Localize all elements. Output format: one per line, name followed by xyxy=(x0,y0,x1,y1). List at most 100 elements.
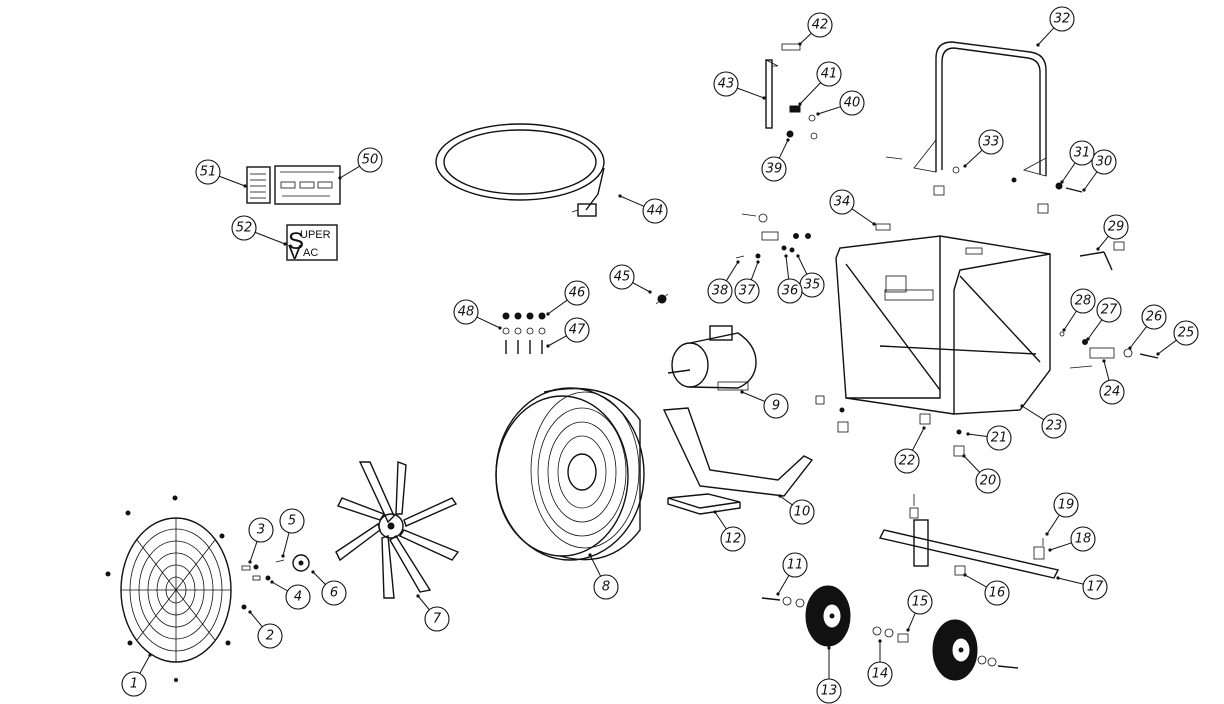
callout-44-leader-tip xyxy=(618,194,622,198)
callout-24: 24 xyxy=(1099,359,1125,405)
callout-26: 26 xyxy=(1128,304,1167,350)
callout-46-leader-line xyxy=(547,299,568,315)
callout-17-leader-tip xyxy=(1056,576,1060,580)
callout-8-leader-line xyxy=(589,554,602,577)
callout-8-leader-tip xyxy=(588,553,592,557)
callout-32-bubble xyxy=(1049,6,1075,32)
callout-42-leader-tip xyxy=(798,42,802,46)
axle-bar xyxy=(878,494,1060,579)
callout-1-number: 1 xyxy=(130,677,138,692)
callout-33-leader-line xyxy=(964,149,983,167)
callout-7: 7 xyxy=(416,594,450,632)
callout-17-leader-line xyxy=(1057,577,1084,585)
callout-38: 38 xyxy=(707,260,740,304)
callout-36-number: 36 xyxy=(782,284,799,299)
callout-18-number: 18 xyxy=(1075,532,1092,547)
callout-45-leader-line xyxy=(632,282,651,293)
callout-1-leader-tip xyxy=(148,653,152,657)
callout-7-bubble xyxy=(424,606,450,632)
callout-5: 5 xyxy=(279,508,305,558)
callout-47-number: 47 xyxy=(569,323,586,338)
callout-21-bubble xyxy=(986,425,1012,451)
callout-48-leader-line xyxy=(476,316,501,329)
callout-20: 20 xyxy=(962,454,1001,494)
callout-47: 47 xyxy=(546,317,590,348)
right-wheel xyxy=(932,619,978,681)
callout-27-bubble xyxy=(1096,297,1122,323)
callout-15-bubble xyxy=(907,589,933,615)
callout-44-leader-line xyxy=(619,195,645,207)
callout-29-leader-tip xyxy=(1096,247,1100,251)
callout-33-bubble xyxy=(978,129,1004,155)
callout-28: 28 xyxy=(1062,288,1096,332)
callout-25-number: 25 xyxy=(1178,326,1195,341)
callout-48-bubble xyxy=(453,299,479,325)
callout-7-number: 7 xyxy=(433,612,442,627)
callout-36-leader-line xyxy=(785,255,790,280)
callout-50-leader-tip xyxy=(338,176,342,180)
front-guard xyxy=(105,495,232,682)
callout-41-leader-tip xyxy=(798,102,802,106)
callout-39-leader-tip xyxy=(786,138,790,142)
callout-24-bubble xyxy=(1099,379,1125,405)
callout-30-leader-line xyxy=(1083,171,1098,191)
callout-52-number: 52 xyxy=(236,221,253,236)
callout-44: 44 xyxy=(618,194,668,224)
callout-48: 48 xyxy=(453,299,502,330)
callout-14: 14 xyxy=(867,639,893,687)
callout-37: 37 xyxy=(734,260,760,304)
callout-23-leader-tip xyxy=(1020,404,1024,408)
callout-18: 18 xyxy=(1048,526,1096,552)
callout-24-leader-line xyxy=(1103,360,1110,381)
callout-10-leader-tip xyxy=(778,494,782,498)
callout-34: 34 xyxy=(829,189,876,226)
callout-12-bubble xyxy=(720,526,746,552)
callout-40: 40 xyxy=(816,90,865,116)
callout-29: 29 xyxy=(1096,214,1129,251)
callout-6-leader-line xyxy=(312,571,326,585)
callout-44-bubble xyxy=(642,198,668,224)
switch xyxy=(655,293,669,305)
callout-38-leader-line xyxy=(725,261,739,282)
callout-20-number: 20 xyxy=(980,474,997,489)
callout-39-number: 39 xyxy=(766,162,783,177)
callout-50-bubble xyxy=(357,147,383,173)
callout-33-leader-tip xyxy=(963,164,967,168)
callout-41-leader-line xyxy=(799,82,822,105)
callout-10: 10 xyxy=(778,494,815,525)
callout-39: 39 xyxy=(761,138,790,182)
callout-1: 1 xyxy=(121,653,152,697)
callout-5-leader-tip xyxy=(281,554,285,558)
callout-34-leader-line xyxy=(851,208,875,225)
callout-51-leader-line xyxy=(219,175,246,187)
callout-30-leader-tip xyxy=(1082,188,1086,192)
callout-32-leader-line xyxy=(1037,27,1055,46)
callout-38-leader-tip xyxy=(736,260,740,264)
callout-12: 12 xyxy=(713,510,746,552)
callout-16-leader-tip xyxy=(963,573,967,577)
callout-33: 33 xyxy=(963,129,1004,168)
callout-47-bubble xyxy=(564,317,590,343)
callout-51-leader-tip xyxy=(243,184,247,188)
callout-4-leader-line xyxy=(271,581,288,592)
motor-mount-bracket xyxy=(662,407,814,497)
callout-31-leader-tip xyxy=(1060,180,1064,184)
callout-15-number: 15 xyxy=(912,595,929,610)
callout-51-number: 51 xyxy=(200,165,217,180)
callout-52-bubble xyxy=(231,215,257,241)
callout-30-bubble xyxy=(1091,149,1117,175)
callout-31-leader-line xyxy=(1061,162,1076,183)
callout-10-bubble xyxy=(789,499,815,525)
callout-14-number: 14 xyxy=(872,667,889,682)
callout-1-leader-line xyxy=(139,654,151,674)
callout-48-number: 48 xyxy=(458,305,475,320)
callout-31-number: 31 xyxy=(1074,146,1091,161)
callout-42-bubble xyxy=(807,12,833,38)
callout-9-leader-line xyxy=(741,391,766,402)
callout-27-number: 27 xyxy=(1101,303,1118,318)
callout-36-leader-tip xyxy=(784,254,788,258)
callout-12-number: 12 xyxy=(725,532,742,547)
callout-2-number: 2 xyxy=(266,629,274,644)
callout-17-bubble xyxy=(1082,574,1108,600)
callout-51-bubble xyxy=(195,159,221,185)
